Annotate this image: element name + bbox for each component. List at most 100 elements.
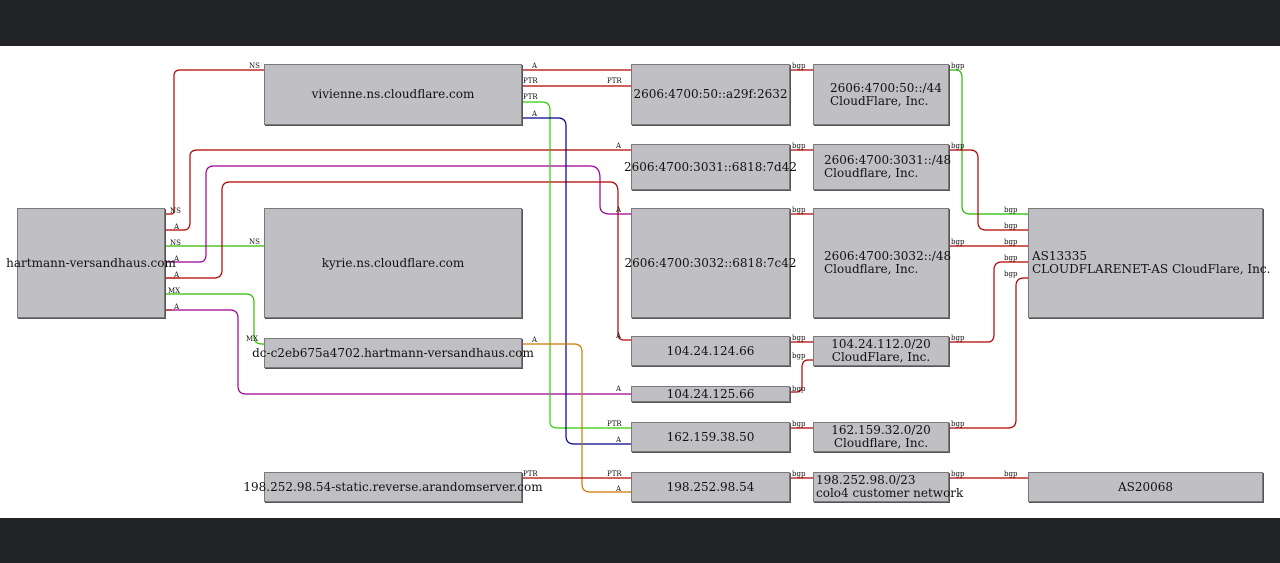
label-bgp-9: bgp [951,62,965,70]
edge-mx-dc [166,293,264,345]
label-mx-1: MX [168,287,180,295]
node-ip6-a29f[interactable]: 2606:4700:50::a29f:2632 [631,64,790,125]
node-net-198-line2: colo4 customer network [816,486,964,500]
node-net-3032[interactable]: 2606:4700:3032::/48 Cloudflare, Inc. [813,208,952,318]
node-ip6-7d42-label: 2606:4700:3031::6818:7d42 [624,159,797,174]
node-ip4-162-label: 162.159.38.50 [666,429,755,444]
node-net-50-line1: 2606:4700:50::/44 [830,80,942,95]
label-ptr-6: PTR [607,470,622,478]
edge-a-12566 [166,309,631,395]
label-ns-1: NS [249,62,260,70]
edge-ptr-162 [522,101,631,429]
edge-ns-vivienne [166,69,264,215]
edge-a-198 [522,343,631,493]
node-hartmann-label: hartmann-versandhaus.com [6,255,176,270]
node-net-3031-line1: 2606:4700:3031::/48 [824,153,952,167]
node-net-3031-line2: Cloudflare, Inc. [824,166,919,180]
node-ip4-198[interactable]: 198.252.98.54 [631,472,790,502]
label-a-10: A [531,336,538,344]
node-net-162-line2: Cloudflare, Inc. [833,436,929,450]
node-dc-label: dc-c2eb675a4702.hartmann-versandhaus.com [252,345,534,360]
node-net-3032-line1: 2606:4700:3032::/48 [824,249,952,263]
label-a-7: A [615,142,622,150]
node-ip4-12466[interactable]: 104.24.124.66 [631,336,790,366]
label-bgp-14: bgp [951,470,965,478]
node-kyrie-label: kyrie.ns.cloudflare.com [321,255,465,270]
label-bgp-4: bgp [792,334,806,342]
node-ip6-7c42[interactable]: 2606:4700:3032::6818:7c42 [625,208,797,318]
node-ip4-12566-label: 104.24.125.66 [666,386,755,401]
node-vivienne-label: vivienne.ns.cloudflare.com [311,87,475,101]
node-ip4-198-label: 198.252.98.54 [666,479,755,494]
label-ptr-5: PTR [523,470,538,478]
label-ptr-2: PTR [607,77,622,85]
label-a-9: A [615,332,622,340]
node-ip4-12466-label: 104.24.124.66 [666,343,755,358]
node-ip6-7c42-label: 2606:4700:3032::6818:7c42 [624,255,797,270]
label-a-5: A [531,62,538,70]
node-net-162[interactable]: 162.159.32.0/20 Cloudflare, Inc. [813,422,949,452]
label-ptr-3: PTR [523,93,538,101]
node-net-104-line2: CloudFlare, Inc. [831,350,931,364]
node-ip4-12566[interactable]: 104.24.125.66 [631,386,790,402]
label-bgp-13: bgp [951,420,965,428]
label-a-6: A [531,110,538,118]
node-net-198[interactable]: 198.252.98.0/23 colo4 customer network [813,472,963,502]
label-bgp-19: bgp [1004,270,1018,278]
node-net-198-line1: 198.252.98.0/23 [816,473,916,487]
edge-a-7c42 [166,165,631,263]
label-mx-2: MX [246,335,258,343]
label-bgp-2: bgp [792,142,806,150]
label-a-13: A [615,485,622,493]
node-net-3031[interactable]: 2606:4700:3031::/48 Cloudflare, Inc. [813,144,952,190]
node-as20068-label: AS20068 [1117,479,1174,494]
label-bgp-12: bgp [951,334,965,342]
node-dc[interactable]: dc-c2eb675a4702.hartmann-versandhaus.com [252,338,534,368]
label-bgp-5: bgp [792,352,806,360]
label-bgp-6: bgp [792,385,806,393]
label-bgp-20: bgp [1004,470,1018,478]
label-bgp-8: bgp [792,470,806,478]
node-net-50[interactable]: 2606:4700:50::/44 CloudFlare, Inc. [813,64,949,125]
label-bgp-3: bgp [792,206,806,214]
label-a-11: A [615,385,622,393]
node-net-104-line1: 104.24.112.0/20 [831,337,931,351]
node-net-3032-line2: Cloudflare, Inc. [824,262,919,276]
node-kyrie[interactable]: kyrie.ns.cloudflare.com [264,208,522,318]
graph-canvas: NS NS A NS NS A A MX MX A A PTR PTR PTR … [0,46,1280,518]
label-a-1: A [173,223,180,231]
node-ip6-7d42[interactable]: 2606:4700:3031::6818:7d42 [624,144,797,190]
label-bgp-15: bgp [1004,206,1018,214]
node-arandom-label: 198.252.98.54-static.reverse.arandomserv… [243,479,543,494]
label-a-2: A [173,255,180,263]
label-a-3: A [173,271,180,279]
label-bgp-18: bgp [1004,254,1018,262]
label-ns-4: NS [249,238,260,246]
label-bgp-17: bgp [1004,238,1018,246]
node-vivienne[interactable]: vivienne.ns.cloudflare.com [264,64,522,125]
node-net-50-line2: CloudFlare, Inc. [830,93,929,108]
label-ptr-4: PTR [607,420,622,428]
node-as20068[interactable]: AS20068 [1028,472,1263,502]
edge-bgp-net50 [949,69,1028,215]
label-ns-3: NS [170,239,181,247]
node-net-104[interactable]: 104.24.112.0/20 CloudFlare, Inc. [813,336,949,366]
label-ptr-1: PTR [523,77,538,85]
node-ip6-a29f-label: 2606:4700:50::a29f:2632 [633,87,788,101]
node-net-162-line1: 162.159.32.0/20 [831,423,931,437]
node-hartmann[interactable]: hartmann-versandhaus.com [6,208,176,318]
label-a-4: A [173,303,180,311]
label-a-8: A [615,206,622,214]
label-bgp-16: bgp [1004,222,1018,230]
node-arandom[interactable]: 198.252.98.54-static.reverse.arandomserv… [243,472,543,502]
node-as13335[interactable]: AS13335 CLOUDFLARENET-AS CloudFlare, Inc… [1028,208,1270,318]
node-ip4-162[interactable]: 162.159.38.50 [631,422,790,452]
label-bgp-1: bgp [792,62,806,70]
label-bgp-11: bgp [951,238,965,246]
node-as13335-line1: AS13335 [1032,249,1088,263]
edge-layer: NS NS A NS NS A A MX MX A A PTR PTR PTR … [166,62,1028,493]
edge-a-12466 [166,181,631,341]
edge-a-7d42 [166,149,631,231]
edge-a-162 [522,117,631,445]
node-as13335-line2: CLOUDFLARENET-AS CloudFlare, Inc. [1032,262,1271,276]
